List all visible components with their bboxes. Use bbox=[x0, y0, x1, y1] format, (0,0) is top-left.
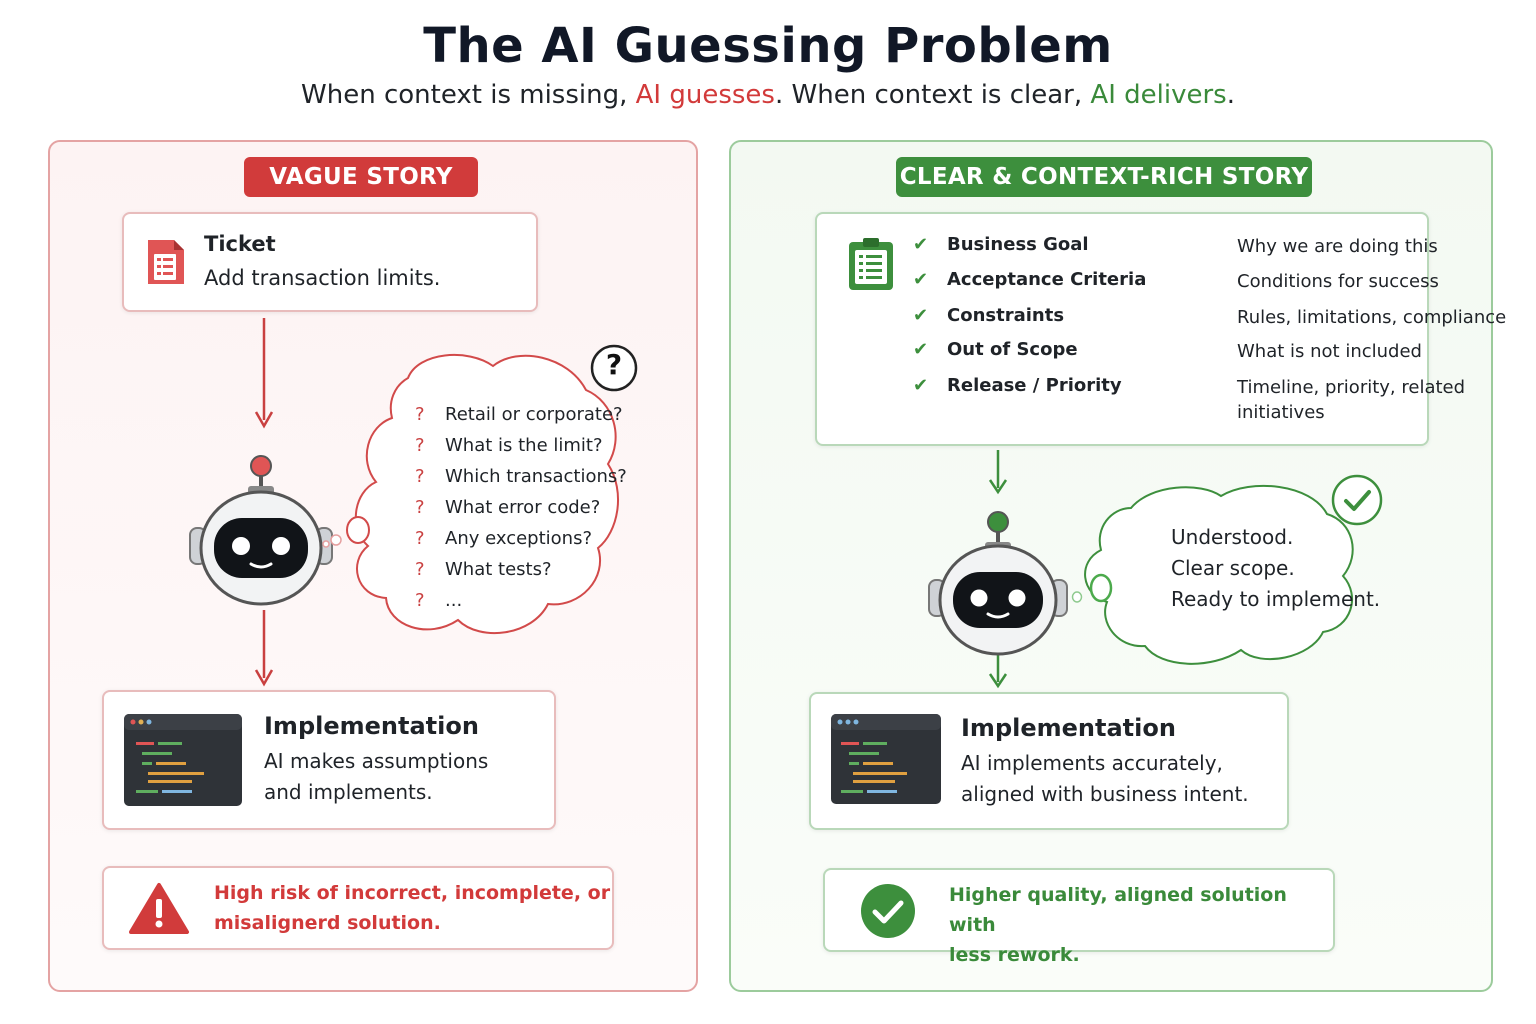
page-title: The AI Guessing Problem bbox=[423, 18, 1113, 74]
ticket-card: Ticket Add transaction limits. bbox=[122, 212, 538, 312]
question-list: ?Retail or corporate? ?What is the limit… bbox=[415, 404, 627, 621]
check-circle-icon bbox=[1331, 474, 1383, 526]
implementation-title: Implementation bbox=[264, 712, 479, 740]
question-item: ?Which transactions? bbox=[415, 466, 627, 487]
clear-story-panel: CLEAR & CONTEXT-RICH STORY ✔Business Goa… bbox=[729, 140, 1507, 992]
check-icon: ✔ bbox=[913, 305, 929, 326]
ticket-title: Ticket bbox=[204, 232, 276, 256]
vague-story-pill: VAGUE STORY bbox=[244, 157, 478, 197]
subtitle-part5: . bbox=[1226, 80, 1235, 110]
code-editor-icon bbox=[124, 714, 242, 806]
question-item: ?Any exceptions? bbox=[415, 528, 592, 549]
outcome-card: Higher quality, aligned solution with le… bbox=[823, 868, 1335, 966]
risk-text: High risk of incorrect, incomplete, or m… bbox=[214, 882, 611, 934]
question-mark-label: ? bbox=[605, 348, 623, 381]
thought-bubble bbox=[322, 354, 620, 634]
clear-story-pill: CLEAR & CONTEXT-RICH STORY bbox=[896, 157, 1312, 197]
arrow-down-icon bbox=[988, 450, 1008, 495]
question-item: ?... bbox=[415, 590, 463, 611]
implementation-text: AI implements accurately, aligned with b… bbox=[961, 751, 1249, 806]
subtitle-delivers: AI delivers bbox=[1090, 80, 1227, 110]
implementation-title: Implementation bbox=[961, 714, 1176, 742]
arrow-down-icon bbox=[254, 318, 274, 429]
question-mark: ? bbox=[415, 528, 425, 549]
ticket-text: Add transaction limits. bbox=[204, 266, 441, 290]
subtitle-guesses: AI guesses bbox=[635, 80, 775, 110]
arrow-down-icon-2 bbox=[988, 654, 1008, 689]
warning-icon bbox=[129, 883, 189, 934]
question-circle-icon bbox=[590, 344, 638, 392]
robot-icon bbox=[189, 455, 333, 606]
question-mark: ? bbox=[415, 559, 425, 580]
check-icon: ✔ bbox=[913, 375, 929, 396]
question-mark: ? bbox=[415, 466, 425, 487]
check-circle-icon bbox=[861, 884, 915, 938]
question-mark: ? bbox=[415, 497, 425, 518]
vague-story-panel: VAGUE STORY Ticket Add transaction limit… bbox=[48, 140, 698, 992]
page-subtitle: When context is missing, AI guesses. Whe… bbox=[0, 80, 1536, 110]
document-icon bbox=[148, 240, 184, 284]
question-item: ?What tests? bbox=[415, 559, 552, 580]
outcome-text: Higher quality, aligned solution with le… bbox=[949, 884, 1287, 966]
question-item: ?Retail or corporate? bbox=[415, 404, 623, 425]
check-icon: ✔ bbox=[913, 269, 929, 290]
robot-icon bbox=[928, 511, 1068, 656]
thought-bubble bbox=[1071, 485, 1354, 665]
implementation-text: AI makes assumptions and implements. bbox=[264, 749, 489, 804]
subtitle-part1: When context is missing, bbox=[301, 80, 636, 110]
question-mark: ? bbox=[415, 590, 425, 611]
thought-text: Understood. Clear scope. Ready to implem… bbox=[1171, 525, 1381, 611]
arrow-down-icon-2 bbox=[254, 610, 274, 687]
risk-card: High risk of incorrect, incomplete, or m… bbox=[102, 866, 614, 950]
code-editor-icon bbox=[831, 714, 941, 804]
question-mark: ? bbox=[415, 404, 425, 425]
question-mark: ? bbox=[415, 435, 425, 456]
implementation-card: Implementation AI implements accurately,… bbox=[809, 692, 1289, 830]
check-icon: ✔ bbox=[913, 234, 929, 255]
check-icon: ✔ bbox=[913, 339, 929, 360]
question-item: ?What is the limit? bbox=[415, 435, 603, 456]
question-item: ?What error code? bbox=[415, 497, 601, 518]
checklist-icon bbox=[849, 238, 893, 290]
subtitle-part3: . When context is clear, bbox=[774, 80, 1091, 110]
implementation-card: Implementation AI makes assumptions and … bbox=[102, 690, 556, 830]
